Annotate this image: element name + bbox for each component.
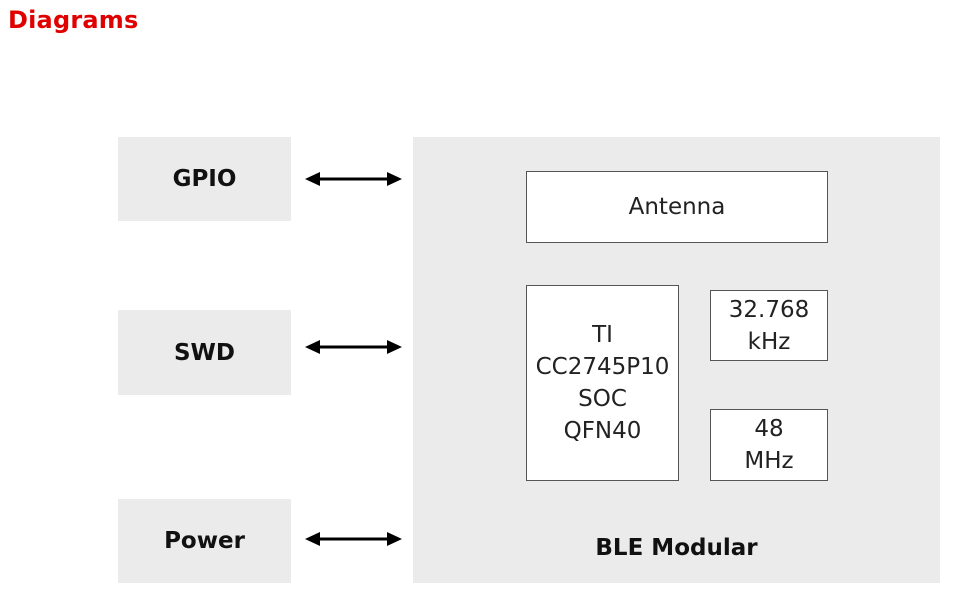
crystal-48m-box: 48 MHz bbox=[710, 409, 828, 481]
antenna-box: Antenna bbox=[526, 171, 828, 243]
crystal-32k-box: 32.768 kHz bbox=[710, 290, 828, 361]
soc-box: TI CC2745P10 SOC QFN40 bbox=[526, 285, 679, 481]
gpio-block: GPIO bbox=[118, 137, 291, 221]
power-arrow bbox=[305, 532, 402, 546]
crystal-48m-unit: MHz bbox=[744, 448, 794, 474]
ble-module-block: Antenna TI CC2745P10 SOC QFN40 32.768 kH… bbox=[413, 137, 940, 583]
soc-line-vendor: TI bbox=[592, 322, 613, 348]
gpio-arrow bbox=[305, 172, 402, 186]
soc-line-type: SOC bbox=[578, 386, 627, 412]
power-label: Power bbox=[164, 528, 245, 554]
antenna-label: Antenna bbox=[628, 194, 726, 220]
page-title: Diagrams bbox=[8, 6, 139, 34]
swd-label: SWD bbox=[173, 339, 236, 366]
swd-arrow bbox=[305, 340, 402, 354]
soc-line-package: QFN40 bbox=[563, 418, 642, 444]
gpio-label: GPIO bbox=[172, 166, 237, 192]
swd-block: SWD bbox=[118, 310, 291, 395]
crystal-32k-unit: kHz bbox=[747, 328, 791, 355]
power-block: Power bbox=[118, 499, 291, 583]
soc-line-part: CC2745P10 bbox=[535, 354, 670, 380]
crystal-32k-value: 32.768 bbox=[728, 296, 810, 323]
module-label: BLE Modular bbox=[595, 535, 758, 561]
crystal-48m-value: 48 bbox=[754, 416, 784, 442]
